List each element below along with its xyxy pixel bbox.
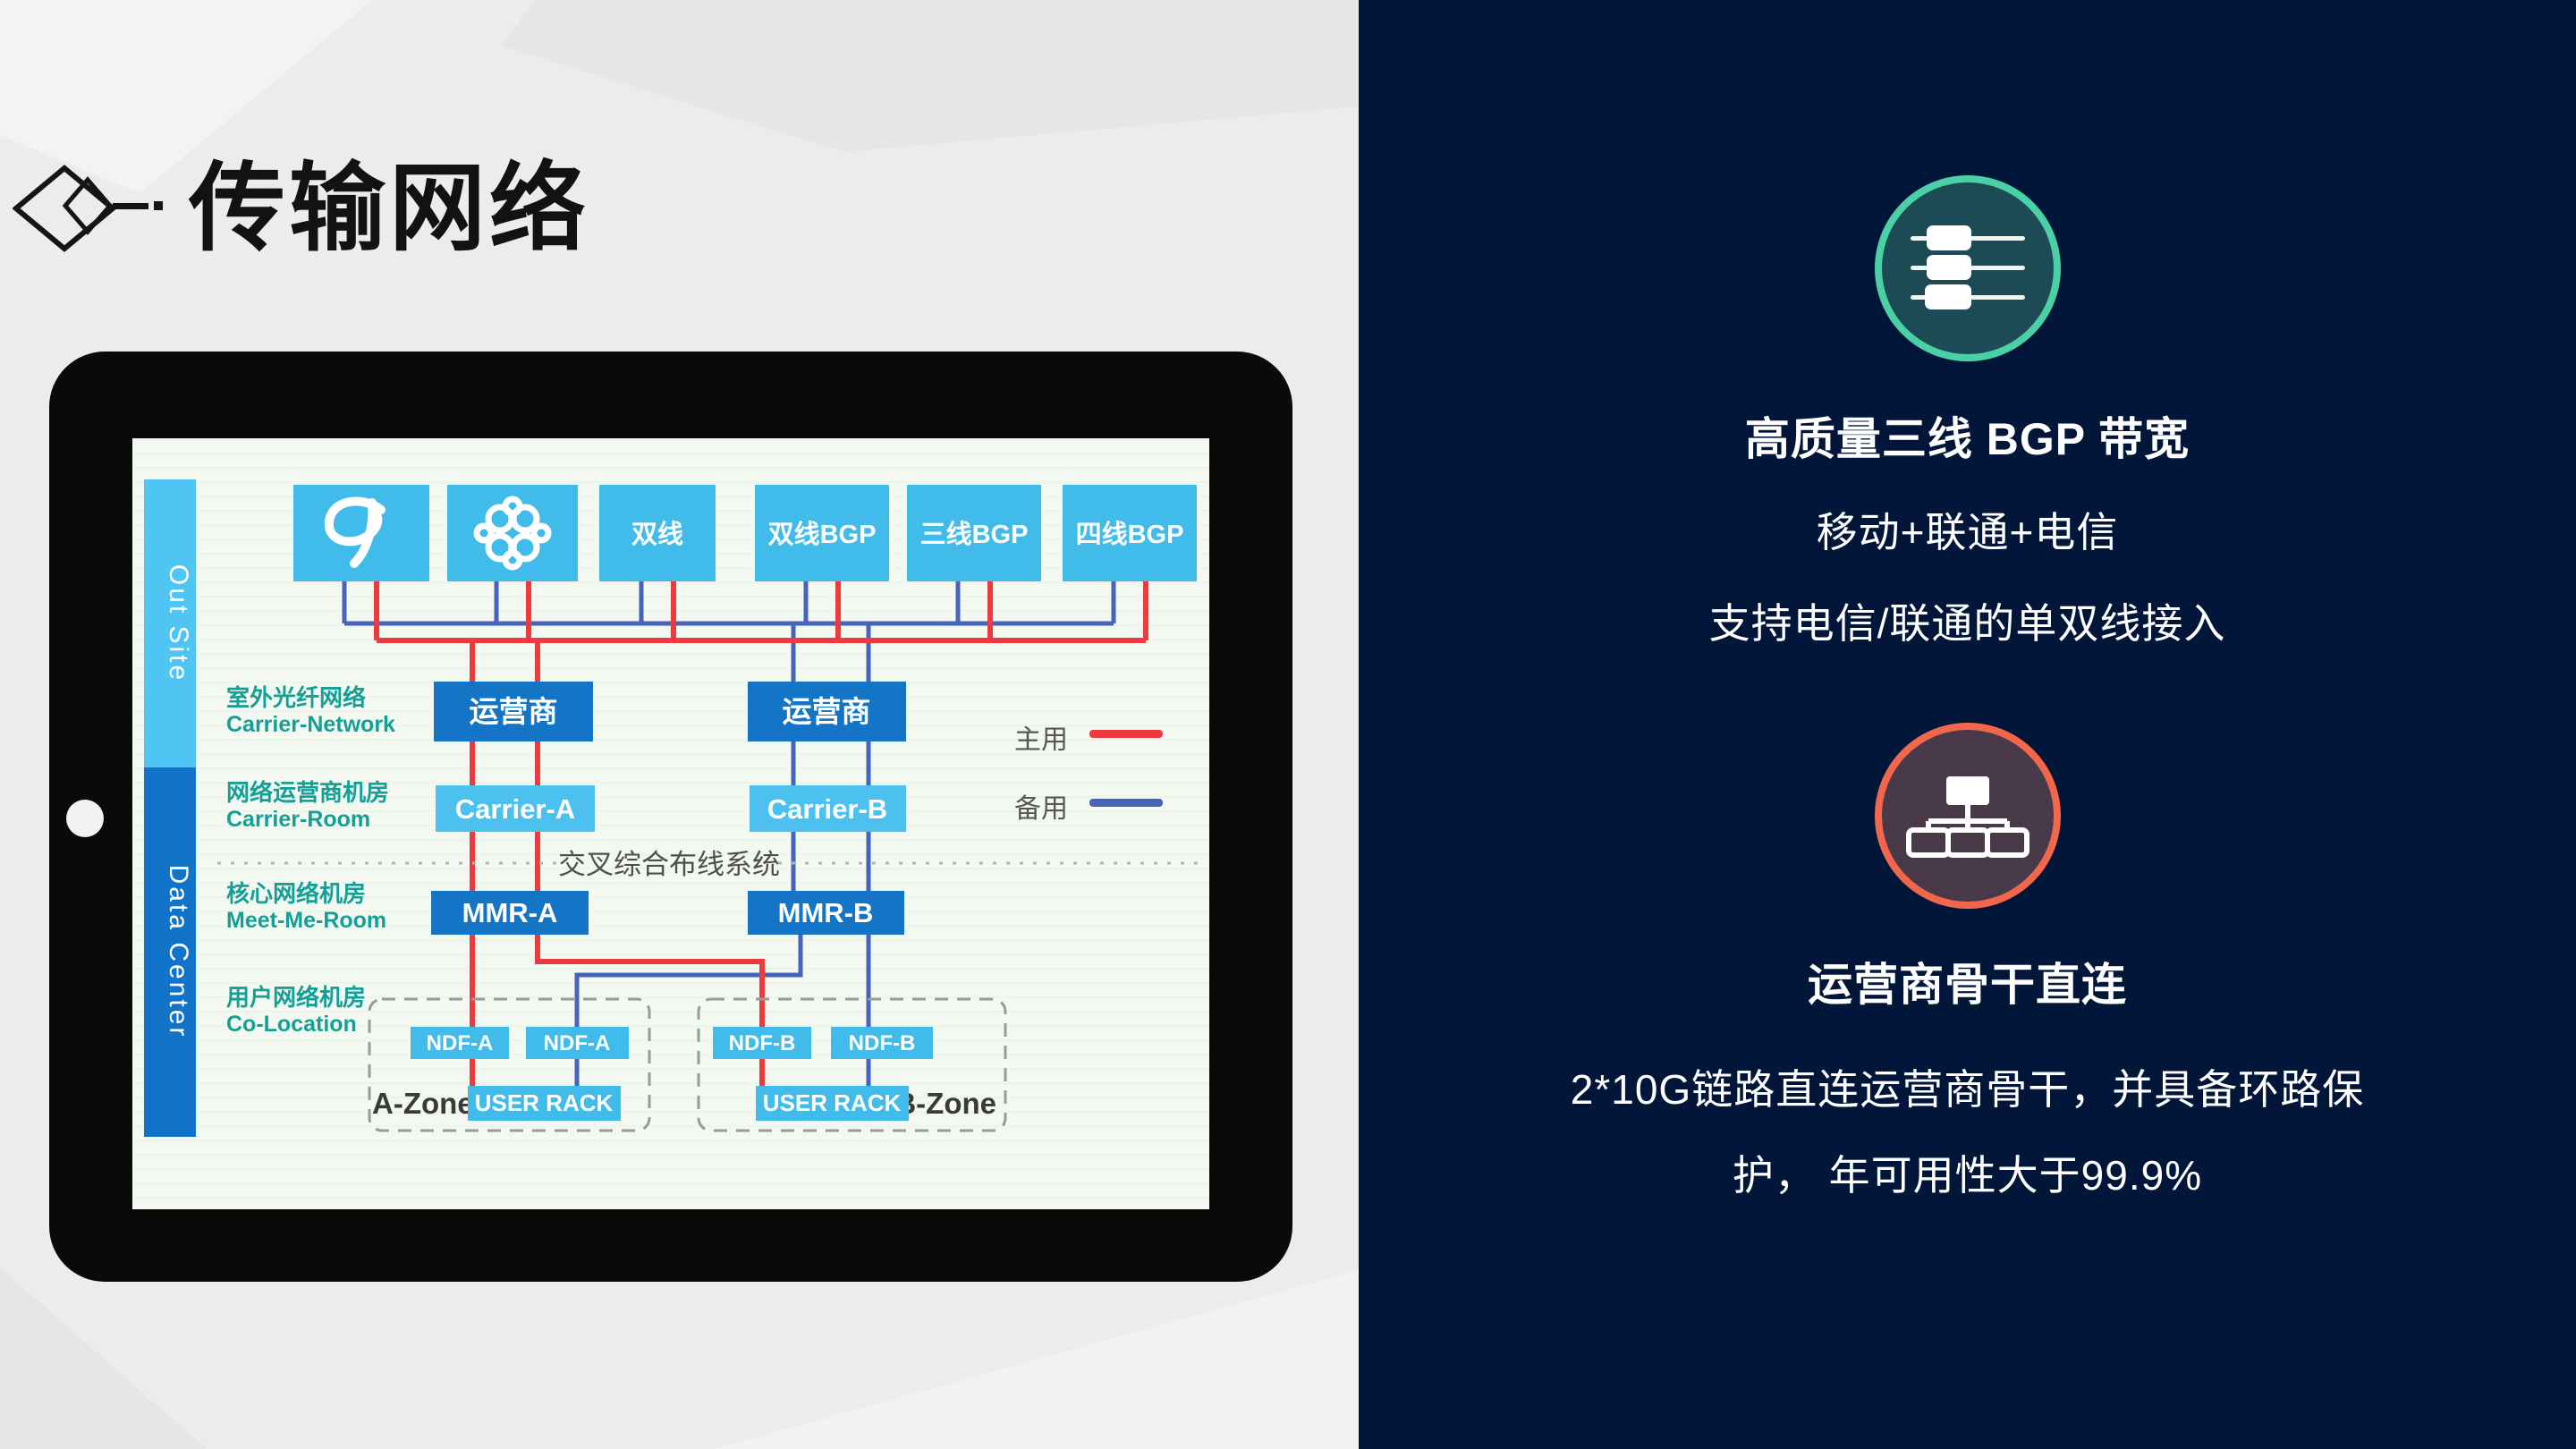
mmr-a-label: MMR-A <box>462 897 558 928</box>
row4-label-en: Co-Location <box>226 1012 357 1037</box>
row-labels: 室外光纤网络 Carrier-Network 网络运营商机房 Carrier-R… <box>226 684 395 1037</box>
background-facet <box>501 0 1359 152</box>
sidebar-out-site-label: Out Site <box>164 564 193 682</box>
carrier-cn-b-label: 运营商 <box>783 695 871 728</box>
zone-a-label: A-Zone <box>372 1087 474 1120</box>
legend-primary-swatch <box>1089 730 1163 738</box>
quad-line-bgp-label: 四线BGP <box>1076 520 1184 549</box>
legend-backup-swatch <box>1089 799 1163 807</box>
sidebar-out-site: Out Site <box>144 479 196 767</box>
user-rack-b-node: USER RACK <box>756 1086 909 1121</box>
dual-line-label: 双线 <box>631 520 683 549</box>
org-chart-icon <box>1874 723 2061 909</box>
carrier-b-node: Carrier-B <box>750 785 906 832</box>
sidebar-data-center-label: Data Center <box>164 865 193 1039</box>
feature2-body: 2*10G链路直连运营商骨干，并具备环路保 护， 年可用性大于99.9% <box>1386 1046 2549 1218</box>
background-facet <box>714 1270 1359 1449</box>
line-legend: 主用 备用 <box>1014 725 1163 824</box>
row2-label-zh: 网络运营商机房 <box>226 779 389 806</box>
ndf-b2-label: NDF-B <box>849 1031 916 1055</box>
feature2-line2: 护， 年可用性大于99.9% <box>1732 1152 2203 1199</box>
top-row: 双线 双线BGP 三线BGP 四线BGP <box>293 485 1197 581</box>
backup-lines <box>342 581 1116 1086</box>
feature1-title: 高质量三线 BGP 带宽 <box>1744 414 2190 464</box>
ndf-a1-node: NDF-A <box>411 1027 509 1059</box>
dual-line-bgp-label: 双线BGP <box>768 520 877 549</box>
feature2-line1: 2*10G链路直连运营商骨干，并具备环路保 <box>1570 1066 2365 1113</box>
row3-label-zh: 核心网络机房 <box>226 880 366 907</box>
tablet-home-button[interactable] <box>66 800 104 837</box>
title-diamond-icon <box>13 164 163 252</box>
primary-lines <box>374 581 1148 1086</box>
legend-backup-label: 备用 <box>1014 794 1068 824</box>
user-rack-b-label: USER RACK <box>763 1089 902 1116</box>
ndf-b1-node: NDF-B <box>713 1027 811 1059</box>
mmr-a-node: MMR-A <box>431 891 589 935</box>
carrier-a-label: Carrier-A <box>455 793 575 825</box>
network-diagram: Out Site Data Center <box>144 479 1199 1137</box>
tablet-screen: Out Site Data Center <box>132 438 1209 1209</box>
ndf-a1-label: NDF-A <box>427 1031 494 1055</box>
row4-label-zh: 用户网络机房 <box>226 984 366 1011</box>
sidebar-data-center: Data Center <box>144 767 196 1137</box>
feature1-line1: 移动+联通+电信 <box>1816 509 2119 555</box>
row3-label-en: Meet-Me-Room <box>226 908 386 933</box>
carrier-cn-a-node: 运营商 <box>434 682 593 741</box>
ndf-a2-node: NDF-A <box>526 1027 629 1059</box>
row2-label-en: Carrier-Room <box>226 807 370 832</box>
feature-panel: 高质量三线 BGP 带宽 移动+联通+电信 支持电信/联通的单双线接入 运营商骨… <box>1359 0 2576 1449</box>
tablet-mockup: Out Site Data Center <box>49 352 1292 1282</box>
sliders-icon <box>1874 175 2061 361</box>
carrier-b-label: Carrier-B <box>767 793 887 825</box>
row1-label-zh: 室外光纤网络 <box>226 684 366 711</box>
mmr-b-node: MMR-B <box>748 891 904 935</box>
zone-b-label: B-Zone <box>894 1087 996 1120</box>
user-rack-a-node: USER RACK <box>468 1086 621 1121</box>
row1-label-en: Carrier-Network <box>226 712 395 737</box>
carrier-cn-a-label: 运营商 <box>470 695 558 728</box>
crossbar-separator: 交叉综合布线系统 <box>217 849 1199 880</box>
feature1-line2: 支持电信/联通的单双线接入 <box>1708 600 2226 647</box>
triple-line-bgp-label: 三线BGP <box>920 520 1029 549</box>
mmr-b-label: MMR-B <box>778 897 874 928</box>
user-rack-a-label: USER RACK <box>475 1089 614 1116</box>
carrier-cn-b-node: 运营商 <box>748 682 906 741</box>
ndf-b1-label: NDF-B <box>729 1031 796 1055</box>
ndf-b2-node: NDF-B <box>831 1027 933 1059</box>
ndf-a2-label: NDF-A <box>544 1031 611 1055</box>
legend-primary-label: 主用 <box>1014 725 1068 755</box>
header: 传输网络 <box>13 150 589 267</box>
page-title: 传输网络 <box>189 154 590 262</box>
crossbar-label: 交叉综合布线系统 <box>558 849 780 880</box>
feature2-title: 运营商骨干直连 <box>1808 960 2127 1010</box>
carrier-a-node: Carrier-A <box>436 785 595 832</box>
